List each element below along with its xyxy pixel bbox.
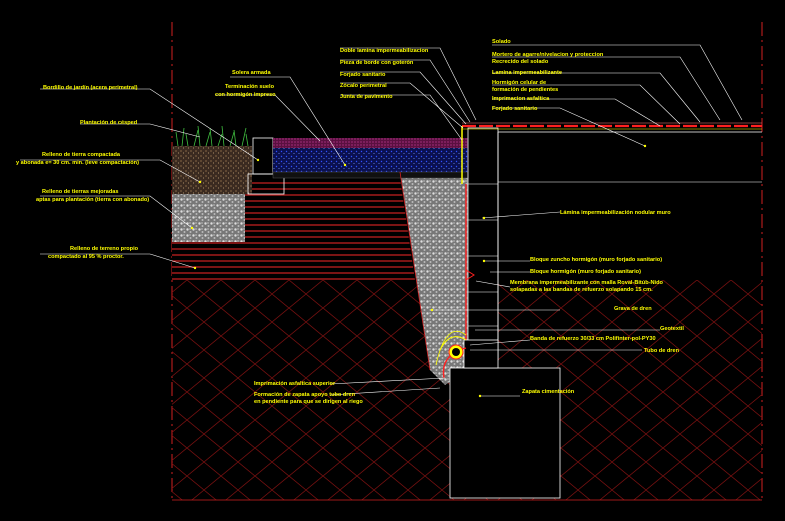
label-forjado-top: Forjado sanitario [340, 72, 386, 78]
label-bloque-zuncho: Bloque zuncho hormigón (muro forjado san… [530, 257, 662, 263]
improved-soil [172, 194, 245, 242]
label-grava: Grava de dren [614, 306, 652, 312]
label-bloque-hormigon: Bloque hormigón (muro forjado sanitario) [530, 269, 641, 275]
label-relleno2a: Relleno de tierras mejoradas [42, 189, 118, 195]
label-relleno3b: compactado al 95 % proctor. [48, 254, 124, 260]
label-impr-superior: Imprimación asfaltica superior [254, 381, 336, 387]
footing [449, 339, 561, 499]
label-junta: Junta de pavimento [340, 94, 393, 100]
drain-pipe-icon [435, 330, 467, 379]
label-plantacion: Plantación de césped [80, 120, 138, 126]
label-doble-lamina: Doble lamina impermeabilizacion [340, 48, 429, 54]
label-hormigon2: formación de pendientes [492, 87, 558, 93]
compacted-fill [172, 178, 415, 280]
label-mortero2: Recrecido del solado [492, 59, 549, 65]
label-relleno3a: Relleno de terreno propio [70, 246, 139, 252]
annotation-leaders [20, 44, 743, 397]
label-zapata: Zapata cimentación [522, 389, 575, 395]
label-membrana1: Membrana impermeabilizante con malla Rov… [510, 280, 664, 286]
label-lamina-muro: Lámina impermeabilización nodular muro [560, 210, 671, 216]
label-geotextil: Geotextil [660, 326, 684, 332]
label-forjado-sanitario: Forjado sanitario [492, 106, 538, 112]
label-bordillo: Bordillo de jardín (acera perimetral) [43, 85, 138, 91]
label-solado: Solado [492, 39, 511, 45]
armed-slab [272, 138, 469, 179]
label-banda: Banda de refuerzo 30/33 cm Polifinter-po… [530, 336, 656, 342]
sanitary-slab-wall [467, 127, 762, 361]
drain-gravel [400, 172, 468, 385]
label-pieza-borde: Pieza de borde con goterón [340, 60, 414, 66]
label-zocalo: Zócalo perimetral [340, 83, 387, 89]
label-formacion1: Formación de zapata apoyo tubo dren [254, 392, 356, 398]
label-terminacion-2: con hormigón impreso [215, 92, 276, 98]
grass-icon [175, 125, 249, 147]
label-terminacion: Terminación suelo [225, 84, 275, 90]
label-solera: Solera armada [232, 70, 271, 76]
label-membrana2: solapadas a las bandas de refuerzo solap… [510, 287, 653, 293]
label-relleno2b: aptas para plantación (tierra con abonad… [36, 197, 149, 203]
label-relleno1b: y abonada e= 30 cm. min. (leve compactac… [16, 160, 139, 166]
label-relleno1a: Relleno de tierra compactada [42, 152, 121, 158]
label-hormigon1: Hormigón celular de [492, 80, 546, 86]
drawing-frame [171, 22, 763, 500]
leader-dots [190, 144, 647, 398]
roof-membrane [461, 122, 762, 184]
label-imprimacion: Imprimacion asfaltica [492, 96, 550, 102]
topsoil-layer [172, 146, 252, 194]
wall-membrane [465, 184, 475, 350]
label-mortero1: Mortero de agarre/nivelacion y proteccio… [492, 52, 604, 58]
label-lamina-imp: Lamina impermeabilizante [492, 70, 562, 76]
label-formacion2: en pendiente para que se dirigen al rieg… [254, 399, 363, 405]
label-tubo: Tubo de dren [644, 348, 680, 354]
